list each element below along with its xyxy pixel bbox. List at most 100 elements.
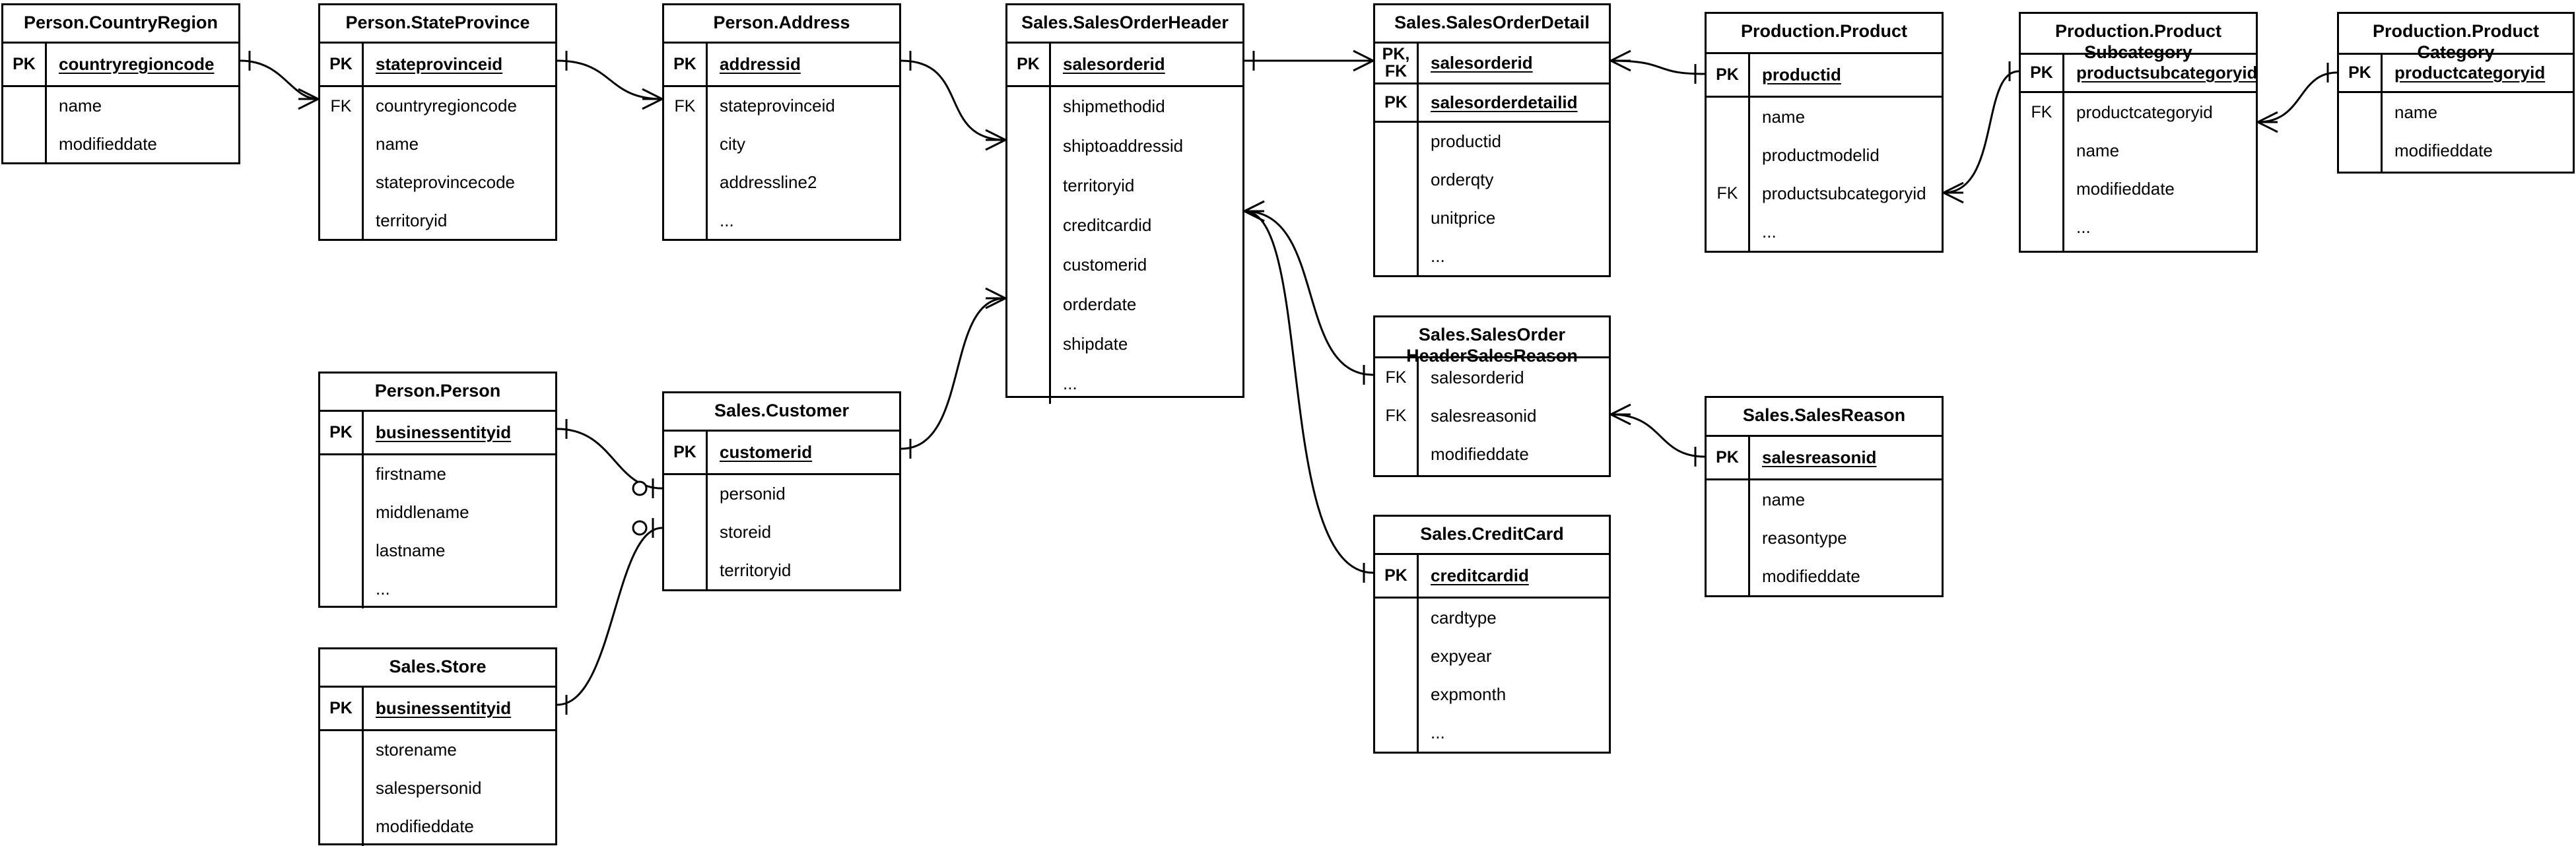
attribute-key [1007,166,1049,206]
relationship-salesorderheader-salesorderdetail [1244,49,1374,72]
attribute-key [664,202,706,240]
attribute-key [1707,480,1748,519]
attribute-name: productsubcategoryid [2076,63,2258,82]
attribute-name: customerid [1063,255,1147,275]
attribute-key [1375,161,1417,199]
attribute-key: PK [1375,84,1419,121]
attribute-row[interactable]: PK customerid [664,431,899,475]
attribute-name: ... [1762,221,1777,242]
attribute-key: PK [3,43,47,85]
relationship-salesorderheader-creditcard [1244,200,1374,583]
attribute-key [320,532,362,570]
attribute-key [1375,238,1417,276]
attribute-key: PK [664,431,708,473]
attribute-key: PK [320,43,364,85]
attribute-name: stateprovinceid [720,96,835,116]
attribute-name: countryregioncode [59,53,215,74]
entity-title: Sales.SalesOrderDetail [1375,5,1609,44]
attribute-name: storeid [720,522,772,542]
attribute-name: middlename [376,502,469,523]
entity-title: Sales.SalesReason [1707,398,1942,437]
attribute-name: ... [1431,246,1445,267]
attribute-key [2021,170,2062,208]
attribute-name: name [1762,489,1806,509]
attribute-key: PK [1007,43,1051,85]
attribute-name: name [2076,140,2120,160]
attribute-name: salesreasonid [1762,447,1877,467]
attribute-name: customerid [720,441,813,462]
attribute-name: name [59,96,102,116]
entity-title: Sales.CreditCard [1375,517,1609,555]
attribute-key [1007,285,1049,325]
attribute-key: FK [1385,406,1407,425]
attribute-key: PK [320,687,364,729]
attribute-name: territoryid [720,560,792,581]
attribute-row[interactable]: PK countryregioncode [3,43,238,87]
attribute-key: FK [1716,183,1738,203]
attribute-name: personid [720,484,786,504]
attribute-name: name [2394,102,2438,122]
attribute-name: unitprice [1431,208,1496,228]
attribute-name-column: personid storeid territoryid [708,475,899,590]
attribute-key-column [320,455,364,608]
relationship-salesorderheader-sohsr [1244,200,1374,385]
attribute-key: FK [1385,368,1407,387]
attribute-key: PK, FK [1375,43,1419,82]
attribute-key [664,164,706,202]
attribute-key: PK [320,411,364,453]
attribute-key [1007,364,1049,404]
attribute-key-column [1707,480,1750,595]
attribute-name: productcategoryid [2076,102,2213,122]
entity-title: Sales.SalesOrderHeader [1007,5,1242,44]
attribute-name: countryregioncode [376,96,517,116]
attribute-key: PK [2339,55,2383,91]
attribute-key [1007,87,1049,127]
attribute-name: expyear [1431,645,1492,666]
attribute-key-column [1375,599,1419,752]
entity-title: Production.Product Subcategory [2021,14,2256,62]
attribute-key [320,570,362,608]
attribute-key [320,808,362,846]
attribute-name: modifieddate [1762,566,1860,586]
attribute-name: productmodelid [1762,145,1880,165]
attribute-name: salesreasonid [1431,405,1537,426]
attribute-name: ... [1063,374,1077,394]
